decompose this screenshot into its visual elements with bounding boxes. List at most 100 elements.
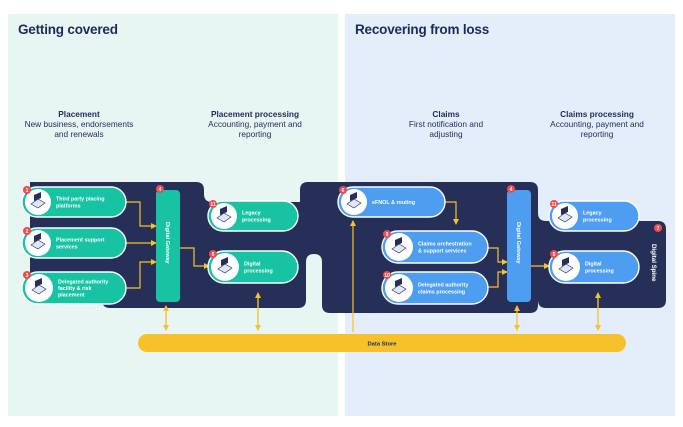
screen-icon [562, 257, 569, 266]
node-badge-number: 3 [26, 273, 29, 279]
digital-spine-badge-number: 7 [657, 226, 660, 232]
device-icon [557, 212, 573, 223]
node-pill [337, 186, 446, 218]
screen-icon [34, 192, 41, 201]
node-label-line: processing [583, 217, 612, 223]
node-badge [23, 271, 31, 279]
device-icon [346, 198, 362, 209]
node-label-line: Third party placing [56, 197, 105, 203]
gateway-right-bar [507, 190, 531, 302]
node-label-line: processing [244, 268, 273, 274]
screen-icon [220, 206, 227, 215]
node-badge-number: 6 [342, 188, 345, 194]
placement-title: Placement [58, 109, 100, 119]
screen-icon [561, 206, 568, 215]
screen-icon [395, 237, 402, 246]
node-label-line: Delegated authority [58, 279, 108, 285]
device-icon [558, 263, 574, 274]
gateway-left-badge-number: 4 [159, 187, 162, 193]
node-badge [339, 186, 347, 194]
device-icon [31, 284, 47, 295]
node-label-line: placement [58, 293, 85, 299]
node-label-line: eFNOL & routing [372, 200, 415, 206]
gateway-right-badge [507, 185, 515, 193]
device-icon [30, 198, 46, 209]
node-label-line: services [56, 244, 78, 250]
screen-icon [34, 233, 41, 242]
node-badge [23, 186, 31, 194]
claims-title: Claims [432, 109, 460, 119]
node-efnol[interactable]: 6 eFNOL & routing [337, 186, 446, 218]
screen-icon [221, 257, 228, 266]
node-badge [23, 227, 31, 235]
claims-processing-subtitle: Accounting, payment and reporting [550, 119, 644, 139]
node-label-line: platforms [56, 203, 81, 209]
screen-icon [395, 278, 402, 287]
placement-processing-title: Placement processing [210, 109, 300, 119]
digital-spine: Digital Spine 7 [650, 224, 662, 282]
claims-processing-header: Claims processing Accounting, payment an… [545, 109, 649, 139]
node-label-line: Legacy [242, 211, 261, 217]
device-icon [391, 284, 407, 295]
gateway-right[interactable]: Digital Gateway 4 [507, 185, 531, 302]
node-badge-number: 10 [384, 273, 390, 279]
device-icon [217, 263, 233, 274]
node-label-line: Legacy [583, 211, 602, 217]
node-label-line: Claims orchestration [418, 242, 472, 248]
node-label-line: processing [585, 268, 614, 274]
node-badge-number: 1 [26, 188, 29, 194]
node-badge [383, 230, 391, 238]
data-store: Data Store [138, 334, 626, 352]
screen-icon [35, 278, 42, 287]
gateway-right-label: Digital Gateway [515, 222, 521, 265]
node-badge-number: 11 [210, 202, 216, 208]
node-badge [209, 200, 217, 208]
node-badge-number: 5 [212, 252, 215, 258]
node-label-line: Digital [244, 262, 261, 268]
node-badge-number: 9 [386, 232, 389, 238]
digital-spine-label: Digital Spine [650, 244, 657, 282]
gateway-left-badge [156, 185, 164, 193]
gateway-left-label: Digital Gateway [164, 222, 170, 265]
node-badge [209, 250, 217, 258]
arrow-orch-to-gateway [488, 247, 508, 265]
flow-arrows [126, 201, 601, 332]
node-label-line: Placement support [56, 238, 105, 244]
arrow-efnol-to-orch [445, 201, 459, 225]
arrow-delegated-to-gateway [126, 259, 157, 289]
screen-icon [350, 192, 357, 201]
gateway-left-bar [156, 190, 180, 302]
recovering-title: Recovering from loss [355, 22, 490, 37]
node-badge-number: 5 [553, 252, 556, 258]
claims-processing-title: Claims processing [560, 109, 634, 119]
node-badge [550, 200, 558, 208]
node-label-line: Delegated authority [418, 283, 468, 289]
device-icon [391, 243, 407, 254]
placement-processing-subtitle: Accounting, payment and reporting [208, 119, 302, 139]
node-label-line: facility & risk [58, 286, 92, 292]
node-badge [550, 250, 558, 258]
arrow-gateway-to-digital [180, 247, 210, 269]
device-icon [216, 212, 232, 223]
claims-header: Claims First notification and adjusting [400, 109, 492, 139]
gateway-left[interactable]: Digital Gateway 4 [156, 185, 180, 302]
node-label-line: claims processing [418, 289, 465, 295]
arrow-delegated-claims-to-gateway [488, 269, 508, 288]
claims-subtitle: First notification and adjusting [408, 119, 484, 139]
placement-processing-header: Placement processing Accounting, payment… [202, 109, 308, 139]
placement-header: Placement New business, endorsements and… [20, 109, 138, 139]
data-store-bar [138, 334, 626, 352]
node-label-line: & support services [418, 248, 467, 254]
